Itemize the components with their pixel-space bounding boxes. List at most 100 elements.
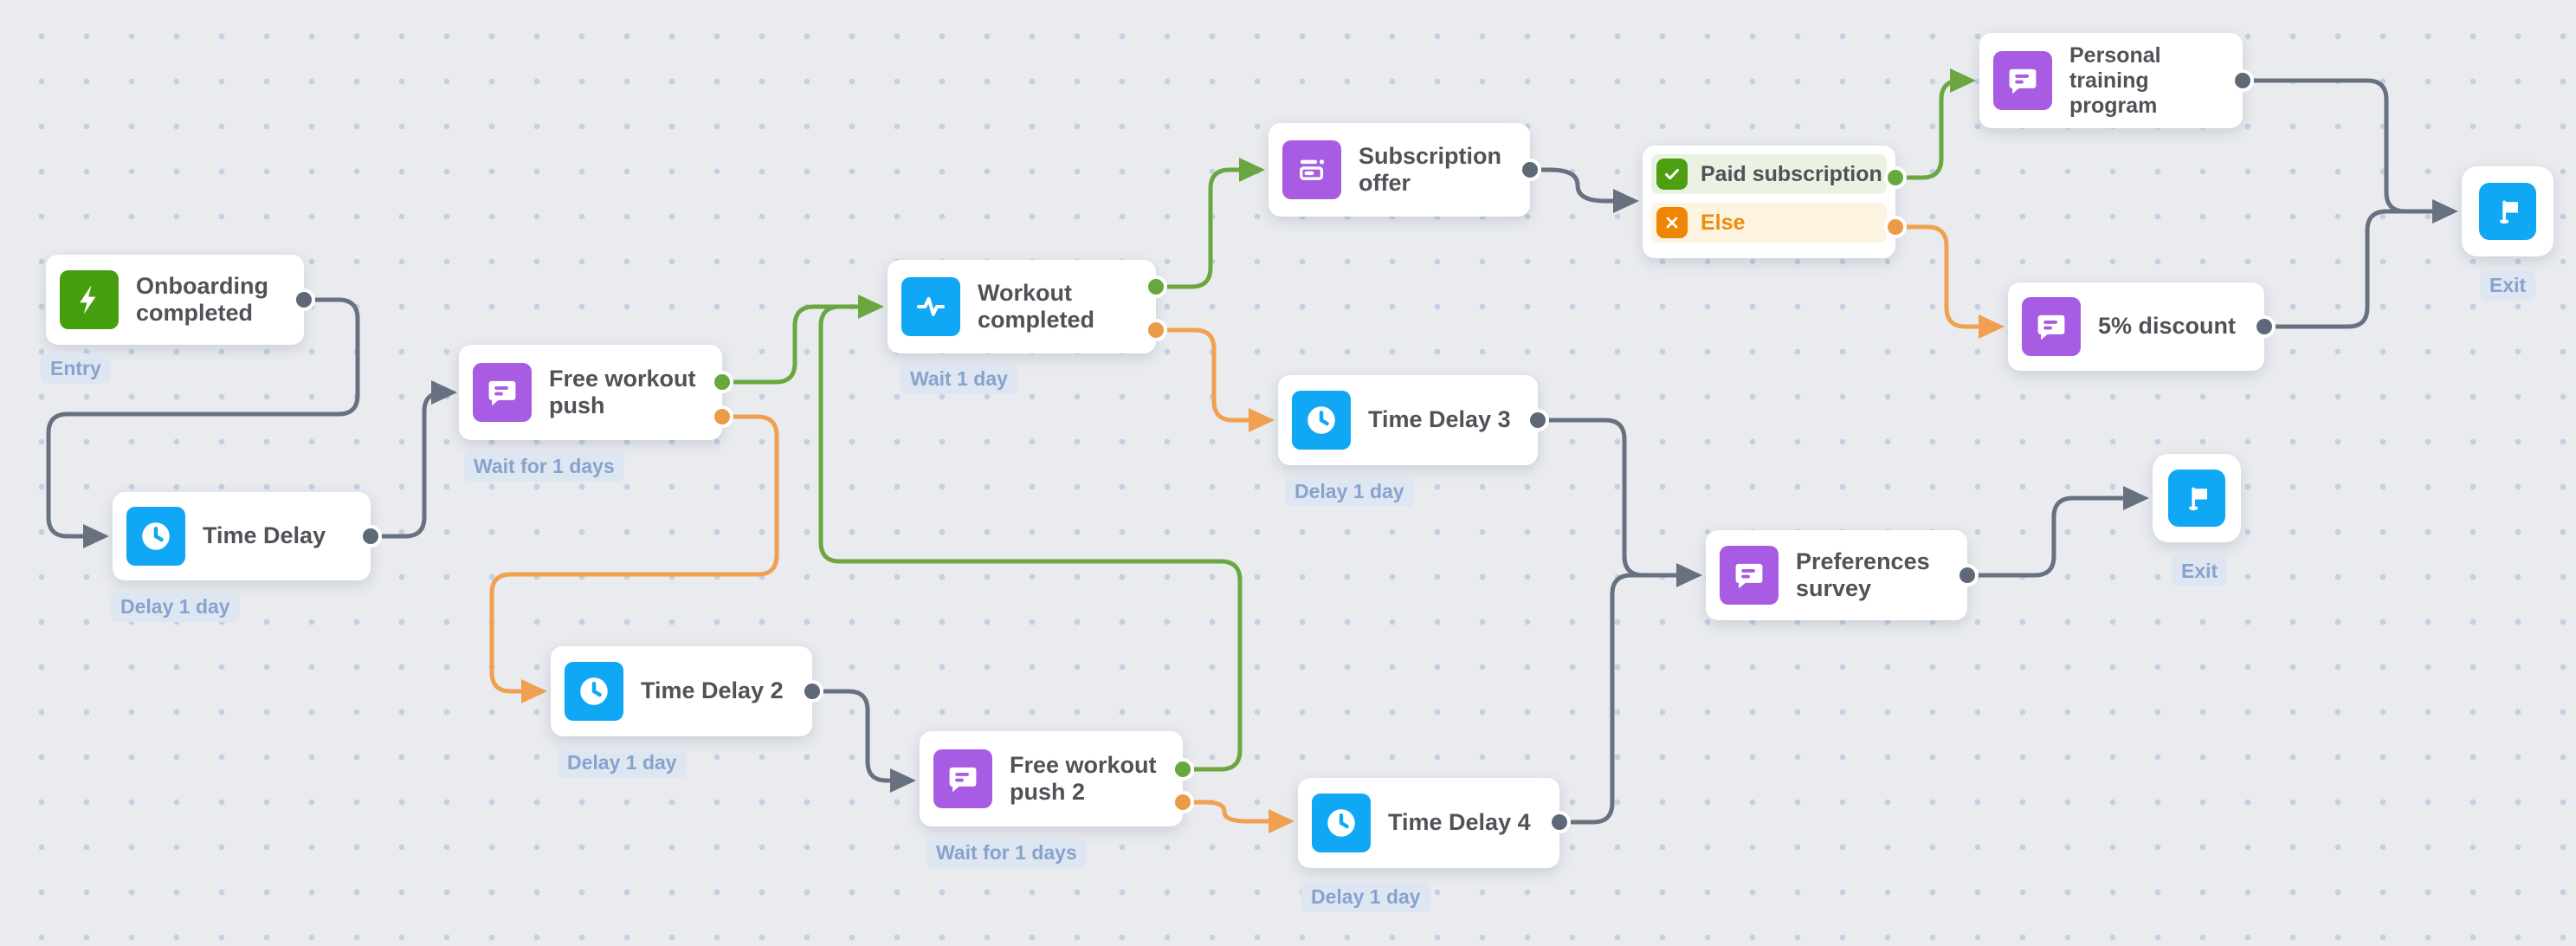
- node-subscription-offer[interactable]: Subscription offer: [1269, 123, 1541, 217]
- arrowhead: [2123, 486, 2149, 510]
- arrowhead: [1676, 563, 1702, 587]
- output-port-success[interactable]: [1172, 758, 1194, 781]
- node-label: Preferences survey: [1796, 548, 1930, 601]
- node-free-workout-push-2[interactable]: Free workout push 2: [920, 731, 1194, 826]
- edge-else-to-discount: [1895, 224, 1980, 329]
- output-port-paid[interactable]: [1884, 166, 1907, 189]
- arrowhead: [1269, 809, 1294, 833]
- clock-icon: [1312, 794, 1371, 852]
- arrowhead: [1613, 189, 1639, 213]
- node-exit-bottom[interactable]: [2153, 454, 2241, 542]
- node-time-delay-4[interactable]: Time Delay 4: [1298, 778, 1571, 868]
- output-port[interactable]: [359, 525, 382, 548]
- output-port[interactable]: [2253, 315, 2276, 338]
- arrowhead: [431, 380, 457, 405]
- arrowhead: [1950, 68, 1976, 93]
- node-workout-completed[interactable]: Workout completed: [888, 260, 1167, 353]
- output-port[interactable]: [1548, 811, 1571, 833]
- edge-time-delay-3-to-preferences-survey: [1538, 418, 1678, 578]
- entry-badge: Entry: [41, 353, 111, 384]
- node-label: Onboarding completed: [136, 272, 268, 326]
- node-label: Time Delay: [203, 522, 326, 549]
- edge-workout-completed-to-time-delay-3: [1156, 327, 1250, 423]
- chat-message-icon: [473, 363, 532, 422]
- node-free-workout-push[interactable]: Free workout push: [459, 345, 733, 440]
- flag-icon: [2479, 183, 2536, 240]
- output-port-success[interactable]: [1145, 275, 1167, 298]
- wait-badge: Wait for 1 days: [464, 451, 624, 482]
- arrowhead: [1249, 408, 1275, 432]
- node-preferences-survey[interactable]: Preferences survey: [1706, 530, 1979, 620]
- node-label: Time Delay 3: [1368, 406, 1511, 433]
- node-discount[interactable]: 5% discount: [2008, 282, 2276, 371]
- node-exit-top[interactable]: [2462, 166, 2553, 256]
- edge-free-workout-push-to-time-delay-2: [489, 414, 779, 694]
- condition-branch-paid[interactable]: Paid subscription: [1651, 154, 1887, 194]
- output-port[interactable]: [1527, 409, 1549, 431]
- exit-badge: Exit: [2172, 556, 2228, 586]
- wait-badge: Wait for 1 days: [926, 838, 1087, 868]
- edge-free-workout-push-to-workout-completed: [722, 304, 858, 385]
- delay-badge: Delay 1 day: [1285, 476, 1414, 507]
- edge-subscription-offer-to-condition: [1530, 167, 1615, 204]
- node-time-delay-3[interactable]: Time Delay 3: [1278, 375, 1549, 465]
- output-port-else[interactable]: [1884, 216, 1907, 238]
- arrowhead: [858, 295, 884, 319]
- edge-time-delay-4-to-preferences-survey: [1559, 573, 1678, 825]
- condition-label: Else: [1701, 210, 1746, 235]
- edge-workout-completed-to-subscription-offer: [1156, 167, 1241, 289]
- edge-personal-training-to-exit: [2243, 78, 2434, 214]
- node-label: Personal training program: [2069, 42, 2161, 118]
- edge-time-delay-2-to-free-workout-push-2: [812, 689, 892, 783]
- output-port[interactable]: [1519, 159, 1541, 181]
- edge-time-delay-to-free-workout-push: [371, 390, 444, 539]
- chat-message-icon: [1993, 51, 2052, 110]
- output-port-fallback[interactable]: [1172, 791, 1194, 813]
- edge-free-workout-push-2-to-time-delay-4: [1183, 800, 1270, 824]
- check-icon: [1656, 159, 1688, 190]
- node-label: Time Delay 2: [641, 677, 784, 704]
- output-port[interactable]: [1956, 564, 1979, 586]
- delay-badge: Delay 1 day: [111, 592, 240, 622]
- arrowhead: [83, 524, 109, 548]
- arrowhead: [521, 679, 547, 703]
- x-icon: [1656, 207, 1688, 238]
- node-label: Workout completed: [978, 279, 1095, 333]
- node-time-delay-2[interactable]: Time Delay 2: [551, 646, 823, 736]
- chat-message-icon: [2022, 297, 2081, 356]
- arrowhead: [890, 768, 916, 793]
- node-label: Free workout push: [549, 365, 696, 418]
- output-port[interactable]: [293, 288, 315, 311]
- condition-label: Paid subscription: [1701, 161, 1882, 186]
- delay-badge: Delay 1 day: [1301, 882, 1430, 912]
- node-time-delay[interactable]: Time Delay: [113, 492, 382, 580]
- edge-onboarding-to-time-delay: [46, 297, 360, 539]
- output-port-fallback[interactable]: [711, 405, 733, 428]
- clock-icon: [565, 662, 623, 721]
- node-onboarding-completed[interactable]: Onboarding completed: [46, 255, 315, 345]
- output-port[interactable]: [2231, 69, 2254, 92]
- node-label: Subscription offer: [1359, 142, 1502, 196]
- node-condition-split[interactable]: Paid subscription Else: [1643, 146, 1907, 258]
- chat-message-icon: [1720, 546, 1779, 605]
- output-port-fallback[interactable]: [1145, 319, 1167, 341]
- flag-icon: [2168, 470, 2225, 527]
- edge-free-workout-push-2-to-workout-completed: [818, 304, 1243, 772]
- edge-discount-to-exit: [2264, 209, 2434, 329]
- arrowhead: [2432, 199, 2458, 224]
- output-port[interactable]: [801, 680, 823, 703]
- delay-badge: Delay 1 day: [558, 748, 687, 778]
- condition-branch-else[interactable]: Else: [1651, 203, 1887, 243]
- edge-preferences-survey-to-exit: [1967, 496, 2125, 578]
- output-port-success[interactable]: [711, 371, 733, 393]
- exit-badge: Exit: [2480, 270, 2536, 301]
- node-label: 5% discount: [2098, 313, 2237, 340]
- clock-icon: [1292, 391, 1351, 450]
- wait-badge: Wait 1 day: [901, 364, 1017, 394]
- arrowhead: [1979, 314, 2005, 339]
- node-personal-training-program[interactable]: Personal training program: [1979, 33, 2254, 128]
- pulse-icon: [901, 277, 960, 336]
- edge-paid-subscription-to-personal-training: [1895, 78, 1961, 180]
